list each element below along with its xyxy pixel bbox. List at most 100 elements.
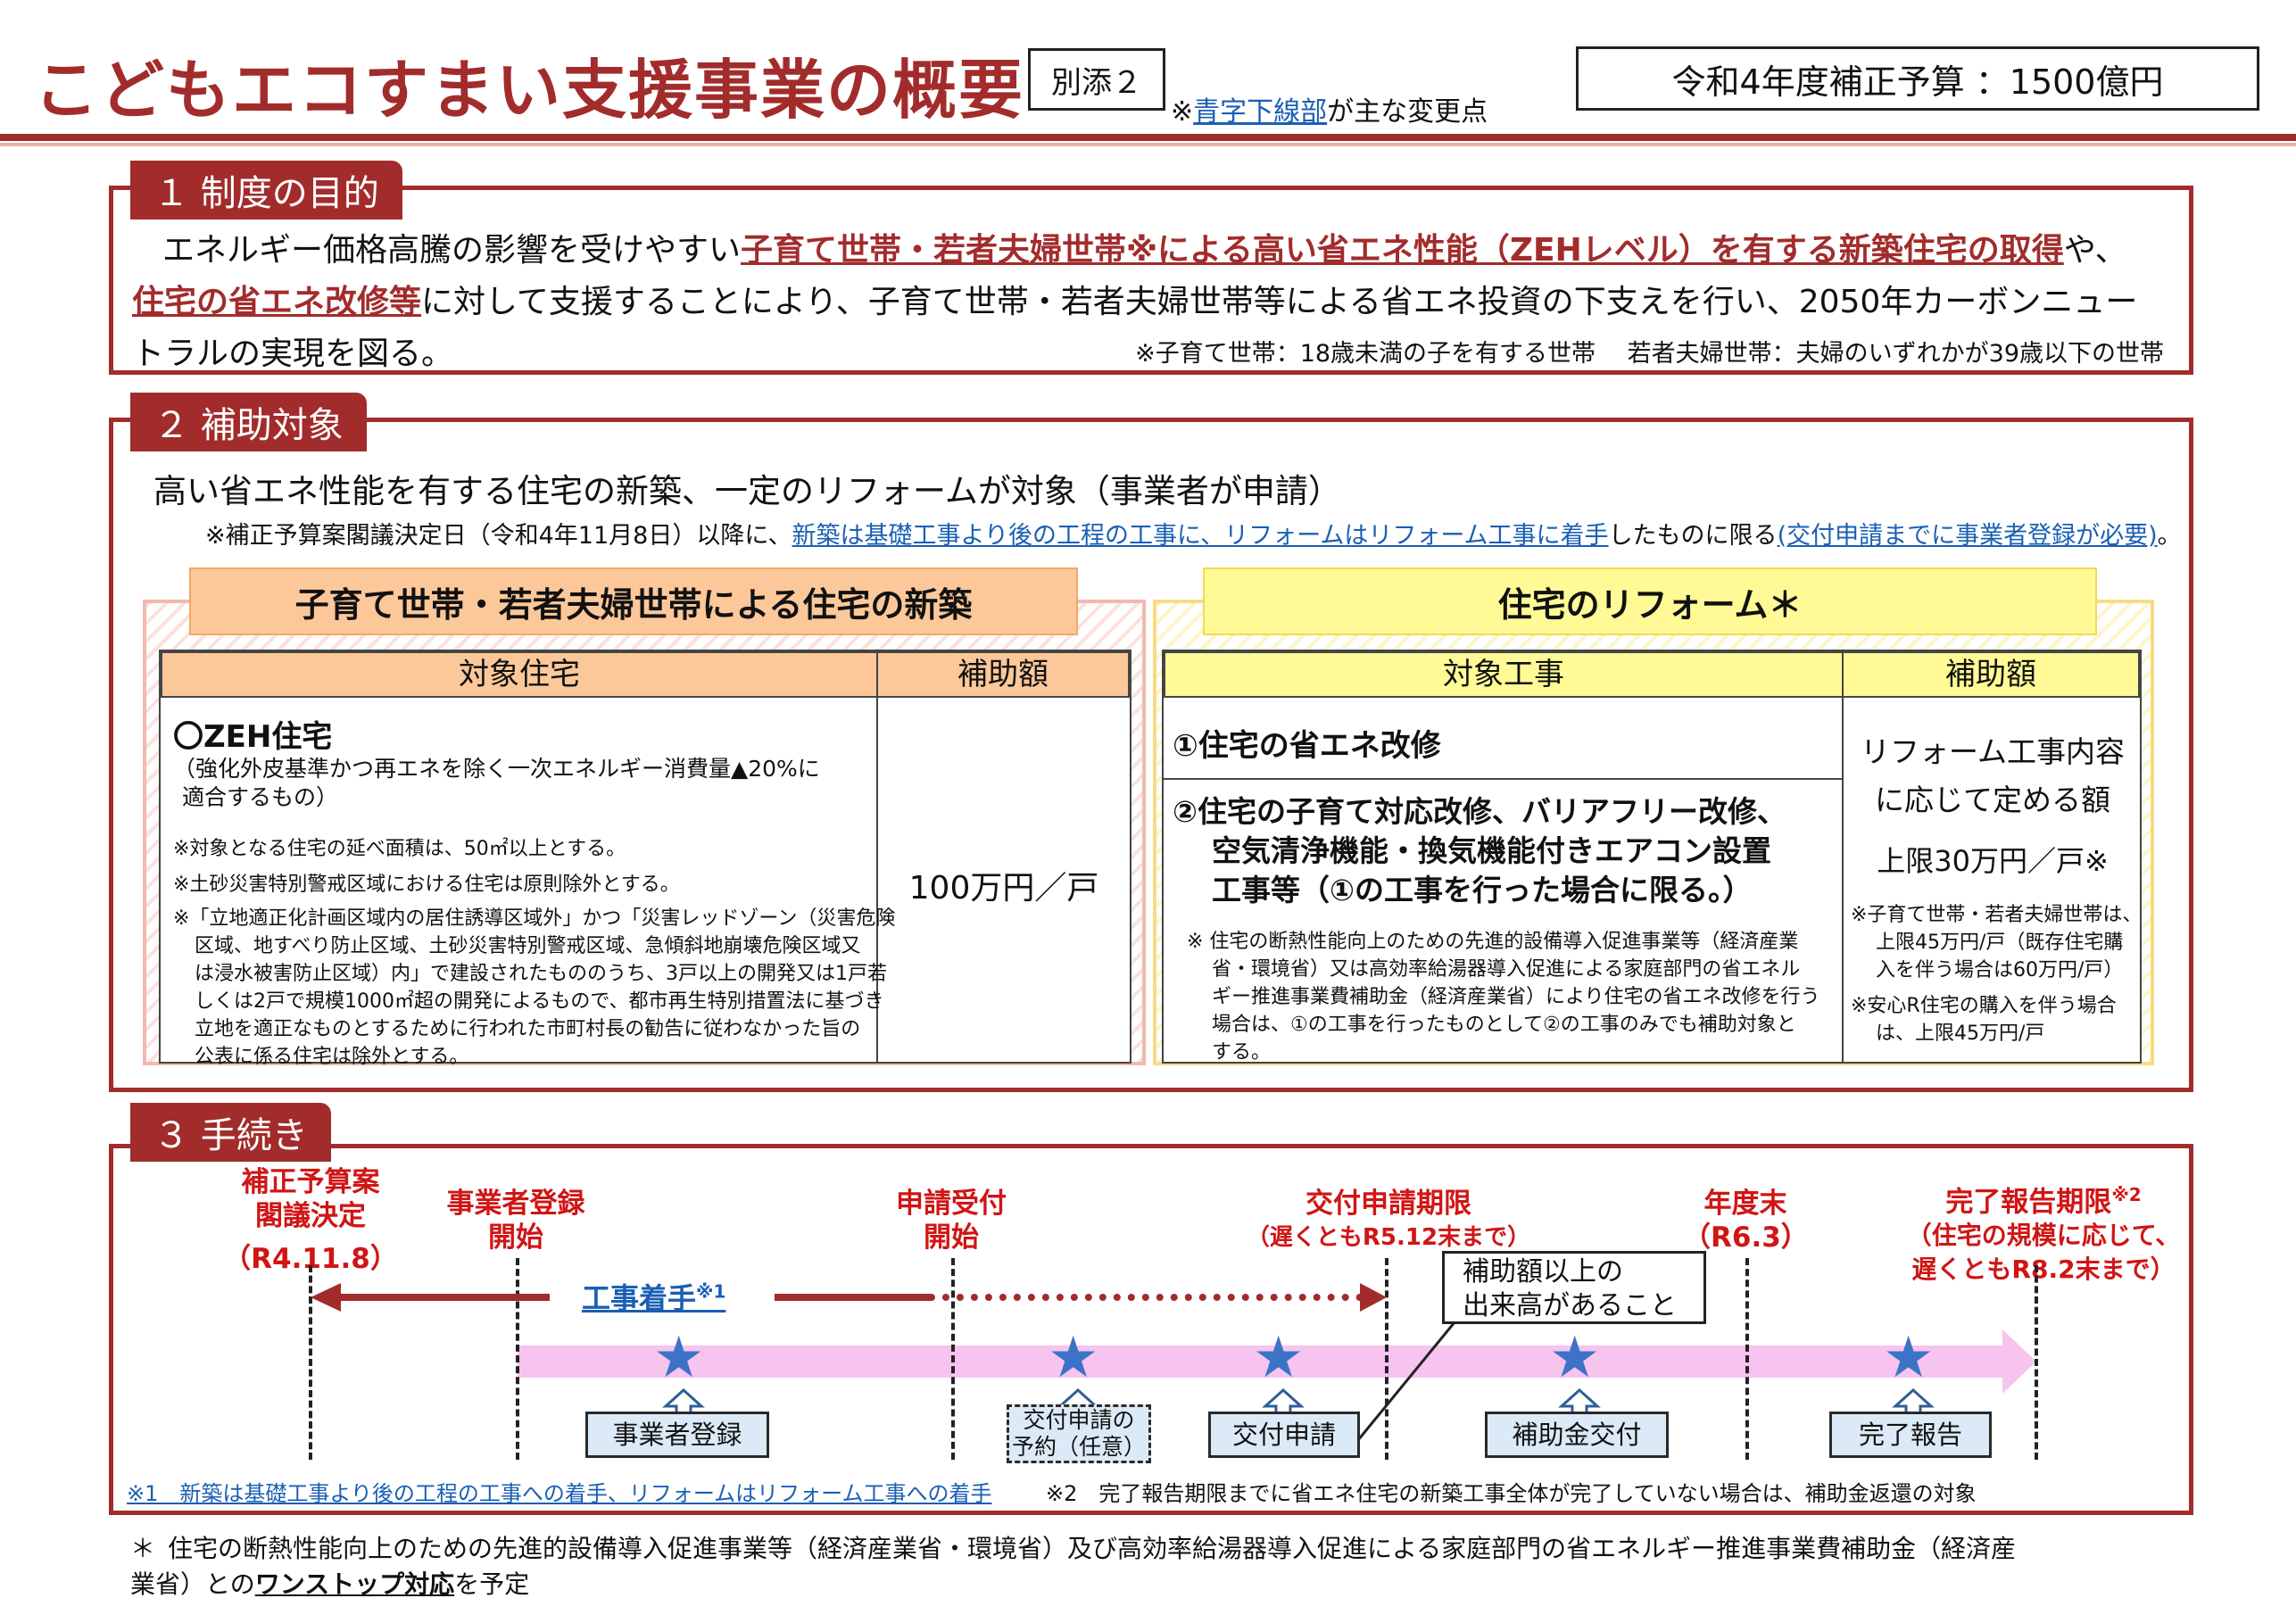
milestone-line xyxy=(2035,1265,2038,1460)
reform-amount-sub-line: ※子育て世帯・若者夫婦世帯は、 xyxy=(1851,904,2143,926)
milestone-text: 申請受付 xyxy=(896,1188,1007,1220)
progress-callout: 補助額以上の 出来高があること xyxy=(1442,1251,1706,1324)
reform-amount-line: に応じて定める額 xyxy=(1875,783,2110,817)
reform-amount-sub-line: は、上限45万円/戸 xyxy=(1876,1023,2045,1045)
header-rule-light xyxy=(0,143,2296,146)
purpose-text-a: エネルギー価格高騰の影響を受けやすい xyxy=(162,232,742,269)
section1-heading: １ 制度の目的 xyxy=(130,161,402,219)
page-title: こどもエコすまい支援事業の概要 xyxy=(34,53,1025,128)
purpose-text-e: に対して支援することにより、子育て世帯・若者夫婦世帯等による省エネ投資の下支えを… xyxy=(421,284,2138,320)
section2-lead: 高い省エネ性能を有する住宅の新築、一定のリフォームが対象（事業者が申請） xyxy=(153,472,1341,510)
reform-note-line: する。 xyxy=(1212,1041,1272,1064)
new-build-amount: 100万円／戸 xyxy=(908,870,1099,907)
change-note-link: 青字下線部 xyxy=(1193,96,1328,128)
reform-note-line: 場合は、①の工事を行ったものとして②の工事のみでも補助対象と xyxy=(1212,1014,1796,1036)
milestone-line xyxy=(951,1258,955,1460)
milestone-text: 年度末 xyxy=(1703,1188,1787,1220)
step-subsidy-payment: 補助金交付 xyxy=(1485,1412,1669,1458)
milestone-text: 閣議決定 xyxy=(255,1200,366,1232)
progress-callout-line: 出来高があること xyxy=(1463,1290,1677,1321)
section1-footnote: ※子育て世帯：18歳未満の子を有する世帯 若者夫婦世帯：夫婦のいずれかが39歳以… xyxy=(1135,340,2164,368)
purpose-highlight-new: 子育て世帯・若者夫婦世帯※による高い省エネ性能（ZEHレベル）を有する新築住宅の… xyxy=(741,232,2064,269)
reform-divider xyxy=(1842,696,1844,1062)
timeline-bar xyxy=(518,1346,2004,1378)
star-icon: ★ xyxy=(1549,1325,1601,1391)
section2-note-e: 。 xyxy=(2157,522,2182,550)
reform-amount-line: リフォーム工事内容 xyxy=(1860,734,2125,769)
section1-body: エネルギー価格高騰の影響を受けやすい子育て世帯・若者夫婦世帯※による高い省エネ性… xyxy=(132,225,2184,380)
zeh-note1: ※対象となる住宅の延べ面積は、50㎡以上とする。 xyxy=(173,838,626,860)
milestone-line xyxy=(1385,1258,1388,1460)
zeh-sub1: （強化外皮基準かつ再エネを除く一次エネルギー消費量▲20%に xyxy=(173,756,820,782)
milestone-text: 完了報告期限 xyxy=(1945,1186,2112,1219)
milestone-text: 補正予算案 xyxy=(241,1166,380,1198)
footer-text: 住宅の断熱性能向上のための先進的設備導入促進事業等（経済産業省・環境省）及び高効… xyxy=(168,1534,2017,1563)
milestone-line xyxy=(516,1258,519,1460)
reform-item1: ①住宅の省エネ改修 xyxy=(1173,728,1441,764)
header-rule xyxy=(0,134,2296,141)
reform-amount-sub-line: ※安心R住宅の購入を伴う場合 xyxy=(1851,995,2117,1017)
reform-col-amount: 補助額 xyxy=(1842,651,2140,698)
reform-item2-line: 空気清浄機能・換気機能付きエアコン設置 xyxy=(1212,833,1771,868)
section2-note-a: ※補正予算案閣議決定日（令和4年11月8日）以降に、 xyxy=(205,522,792,550)
reform-note-line: ギー推進事業費補助金（経済産業省）により住宅の省エネ改修を行う xyxy=(1212,986,1820,1008)
reform-amount-sub2: ※安心R住宅の購入を伴う場合 は、上限45万円/戸 xyxy=(1851,992,2117,1047)
timeline-arrowhead xyxy=(2002,1329,2036,1394)
reform-amount-cap: 上限30万円／戸※ xyxy=(1877,844,2109,878)
section3-heading: ３ 手続き xyxy=(130,1103,331,1162)
section2-note-d: (交付申請までに事業者登録が必要) xyxy=(1777,522,2158,550)
new-build-col-amount: 補助額 xyxy=(876,651,1130,698)
reform-title: 住宅のリフォーム＊ xyxy=(1203,567,2097,635)
section3-footnote2: ※2 完了報告期限までに省エネ住宅の新築工事全体が完了していない場合は、補助金返… xyxy=(1046,1481,1977,1506)
milestone-text: （R6.3） xyxy=(1683,1221,1809,1254)
milestone-completion-deadline: 完了報告期限※2 （住宅の規模に応じて、 遅くともR8.2末まで） xyxy=(1892,1178,2195,1287)
section2-note-b: 新築は基礎工事より後の工程の工事に、リフォームはリフォーム工事に着手 xyxy=(792,522,1609,550)
reform-item2-line: ②住宅の子育て対応改修、バリアフリー改修、 xyxy=(1173,794,1786,829)
construction-arrow-left-head xyxy=(311,1283,341,1312)
reform-amount-sub-line: 入を伴う場合は60万円/戸） xyxy=(1876,959,2124,981)
reform-amount-sub1: ※子育て世帯・若者夫婦世帯は、 上限45万円/戸（既存住宅購 入を伴う場合は60… xyxy=(1851,901,2142,984)
milestone-text: 事業者登録 xyxy=(446,1188,585,1220)
construction-arrow-right-shaft xyxy=(775,1294,932,1301)
footer-note: ＊ 住宅の断熱性能向上のための先進的設備導入促進事業等（経済産業省・環境省）及び高… xyxy=(130,1531,2227,1602)
reform-row-divider xyxy=(1164,778,1842,780)
step-registration: 事業者登録 xyxy=(585,1412,769,1458)
zeh-note3-line: 立地を適正なものとするために行われた市町村長の勧告に従わなかった旨の xyxy=(195,1018,861,1040)
footer-mark: ＊ xyxy=(130,1534,156,1563)
milestone-line xyxy=(1745,1258,1749,1460)
section3-footnote1: ※1 新築は基礎工事より後の工程の工事への着手、リフォームはリフォーム工事への着… xyxy=(127,1481,992,1506)
zeh-note3: ※「立地適正化計画区域内の居住誘導区域外」かつ「災害レッドゾーン（災害危険 区域… xyxy=(173,905,895,1071)
reform-note-line: ※ 住宅の断熱性能向上のための先進的設備導入促進事業等（経済産業 xyxy=(1187,931,1799,953)
section2-note-c: したものに限る xyxy=(1608,522,1778,550)
budget-box: 令和4年度補正予算 ：1500億円 xyxy=(1576,46,2259,111)
star-icon: ★ xyxy=(1253,1325,1305,1391)
star-icon: ★ xyxy=(1048,1325,1099,1391)
milestone-registration-start: 事業者登録 開始 xyxy=(427,1187,605,1255)
section2-note: ※補正予算案閣議決定日（令和4年11月8日）以降に、新築は基礎工事より後の工程の… xyxy=(205,516,2182,551)
new-build-title: 子育て世帯・若者夫婦世帯による住宅の新築 xyxy=(189,567,1078,635)
milestone-text: （住宅の規模に応じて、 xyxy=(1906,1221,2181,1251)
step-reservation-line: 交付申請の xyxy=(1023,1407,1135,1433)
section3-box xyxy=(109,1144,2193,1515)
step-reservation: 交付申請の 予約（任意） xyxy=(1007,1404,1151,1463)
change-note-suffix: が主な変更点 xyxy=(1327,96,1488,128)
step-completion-report: 完了報告 xyxy=(1829,1412,1992,1458)
zeh-note2: ※土砂災害特別警戒区域における住宅は原則除外とする。 xyxy=(173,874,680,896)
milestone-sup: ※2 xyxy=(2111,1184,2142,1205)
zeh-note3-line: 区域、地すべり防止区域、土砂災害特別警戒区域、急傾斜地崩壊危険区域又 xyxy=(195,935,861,957)
construction-arrow-right-head xyxy=(1360,1283,1387,1312)
reform-col-target: 対象工事 xyxy=(1164,651,1844,698)
attachment-label: 別添２ xyxy=(1028,48,1165,111)
milestone-text: 交付申請期限 xyxy=(1305,1188,1471,1220)
progress-callout-line: 補助額以上の xyxy=(1463,1256,1623,1288)
zeh-note3-line: は浸水被害防止区域）内」で建設されたもののうち、3戸以上の開発又は1戸若 xyxy=(195,963,887,985)
footer-onestop: ワンストップ対応 xyxy=(254,1569,455,1599)
footer-text: 業省）との xyxy=(130,1569,255,1599)
milestone-text: 開始 xyxy=(924,1221,979,1254)
change-note: ※青字下線部が主な変更点 xyxy=(1171,89,1488,128)
milestone-line xyxy=(309,1265,312,1460)
milestone-application-start: 申請受付 開始 xyxy=(862,1187,1040,1255)
milestone-text: 開始 xyxy=(488,1221,543,1254)
zeh-note3-line: 公表に係る住宅は除外とする。 xyxy=(195,1046,469,1068)
purpose-highlight-reform: 住宅の省エネ改修等 xyxy=(132,284,422,320)
